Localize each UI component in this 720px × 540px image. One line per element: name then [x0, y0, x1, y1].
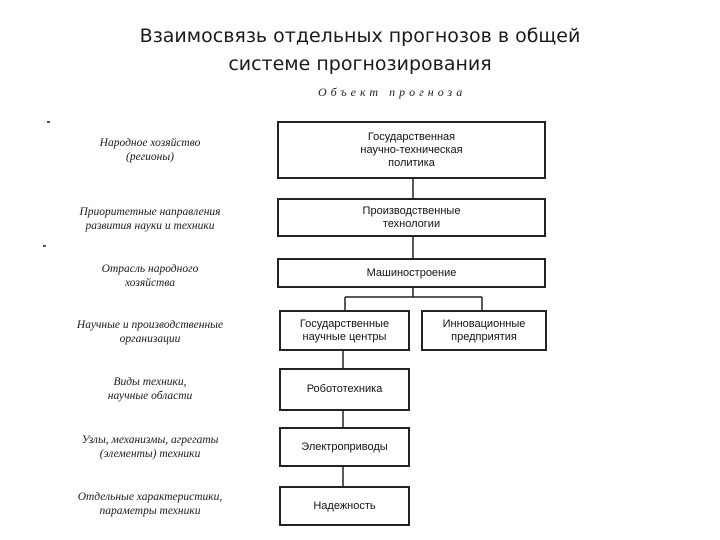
level-label-units-mechanisms: Узлы, механизмы, агрегаты (элементы) тех… [81, 434, 219, 460]
scan-speck [43, 245, 46, 247]
level-label-priority-directions: Приоритетные направления развития науки … [79, 206, 221, 232]
box-reliability: Надежность [279, 486, 410, 526]
level-label-characteristics: Отдельные характеристики, параметры техн… [77, 491, 223, 517]
level-label-organizations: Научные и производственные организации [76, 319, 224, 345]
level-label-national-economy: Народное хозяйство (регионы) [99, 137, 201, 163]
level-label-technology-types: Виды техники, научные области [107, 376, 193, 402]
title-line-2: системе прогнозирования [228, 53, 492, 75]
scan-speck [47, 121, 50, 123]
title-line-1: Взаимосвязь отдельных прогнозов в общей [139, 25, 581, 47]
box-state-policy: Государственная научно-техническая полит… [277, 121, 546, 179]
box-production-technologies: Производственные технологии [277, 198, 546, 237]
forecast-object-label: Объект прогноза [318, 85, 467, 99]
box-machine-building: Машиностроение [277, 258, 546, 288]
box-electric-drives: Электроприводы [279, 427, 410, 467]
box-robotics: Робототехника [279, 368, 410, 411]
page-title: Взаимосвязь отдельных прогнозов в общей … [110, 22, 610, 78]
level-label-industry-branch: Отрасль народного хозяйства [101, 263, 199, 289]
box-innovation-enterprises: Инновационные предприятия [421, 310, 547, 351]
box-state-science-centers: Государственные научные центры [279, 310, 410, 351]
